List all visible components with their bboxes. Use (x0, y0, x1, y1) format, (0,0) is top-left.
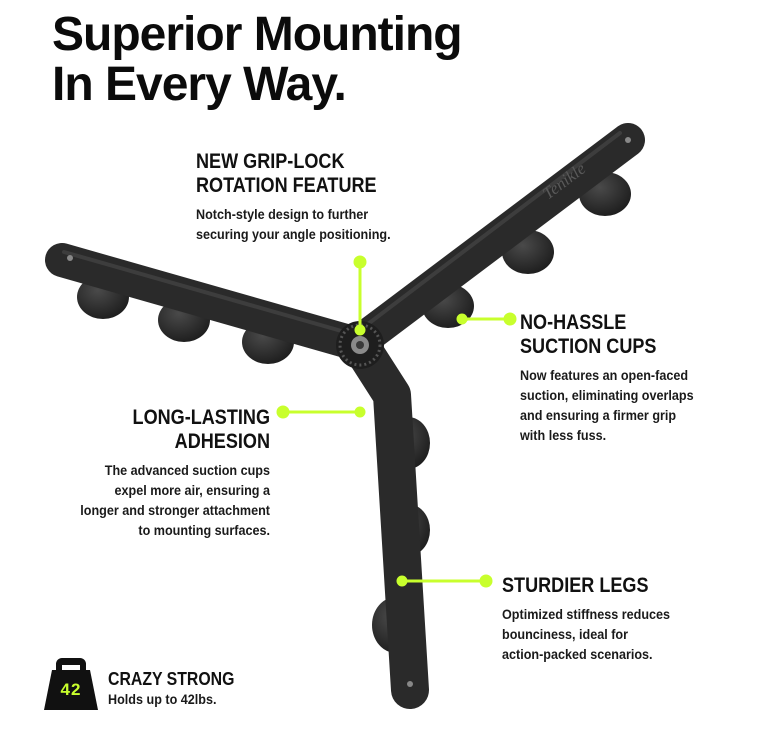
strength-badge: CRAZY STRONG Holds up to 42lbs. (108, 668, 252, 708)
title-line: SUCTION CUPS (520, 335, 657, 358)
arm-highlights (62, 131, 622, 336)
title-line: NO-HASSLE (520, 311, 627, 334)
left-leg (45, 243, 377, 362)
grip-lock-hinge (336, 321, 384, 369)
callout-grip-lock-body: Notch-style design to further securing y… (196, 204, 391, 244)
callout-grip-lock-title: NEW GRIP-LOCK ROTATION FEATURE (196, 150, 382, 198)
badge-subtitle: Holds up to 42lbs. (108, 691, 217, 707)
callout-legs-title: STURDIER LEGS (502, 574, 649, 597)
body-line: longer and stronger attachment (80, 502, 270, 518)
body-line: securing your angle positioning. (196, 226, 391, 242)
callout-suction-cups-body: Now features an open-faced suction, elim… (520, 365, 694, 445)
title-line: NEW GRIP-LOCK (196, 150, 345, 173)
callout-adhesion-title: LONG-LASTING ADHESION (38, 406, 270, 454)
headline: Superior Mounting In Every Way. (52, 8, 463, 111)
callout-legs-body: Optimized stiffness reduces bounciness, … (502, 604, 670, 664)
body-line: suction, eliminating overlaps (520, 387, 694, 403)
title-line: ADHESION (174, 430, 270, 453)
body-line: bounciness, ideal for (502, 626, 629, 642)
body-line: to mounting surfaces. (138, 522, 270, 538)
right-leg (345, 123, 645, 357)
body-line: expel more air, ensuring a (114, 482, 270, 498)
callout-suction-cups: NO-HASSLE SUCTION CUPS Now features an o… (520, 311, 713, 445)
callout-pointers (276, 255, 517, 588)
body-line: Optimized stiffness reduces (502, 606, 671, 622)
weight-number: 42 (60, 680, 82, 699)
body-line: and ensuring a firmer grip (520, 407, 677, 423)
title-line: LONG-LASTING (132, 406, 270, 429)
title-line: ROTATION FEATURE (196, 174, 377, 197)
badge-title: CRAZY STRONG (108, 669, 235, 689)
callout-legs: STURDIER LEGS Optimized stiffness reduce… (502, 574, 689, 664)
body-line: The advanced suction cups (104, 462, 271, 478)
callout-suction-cups-title: NO-HASSLE SUCTION CUPS (520, 311, 686, 359)
headline-line-2: In Every Way. (52, 58, 347, 111)
headline-line-1: Superior Mounting (52, 8, 463, 61)
body-line: with less fuss. (520, 427, 607, 443)
body-line: Now features an open-faced (520, 367, 689, 383)
callout-grip-lock: NEW GRIP-LOCK ROTATION FEATURE Notch-sty… (196, 150, 412, 244)
callout-adhesion: LONG-LASTING ADHESION The advanced sucti… (0, 406, 270, 540)
screw-holes (67, 137, 631, 687)
kettlebell-weight-icon (44, 658, 98, 710)
callout-adhesion-body: The advanced suction cups expel more air… (27, 460, 270, 540)
body-line: Notch-style design to further (196, 206, 369, 222)
body-line: action-packed scenarios. (502, 646, 653, 662)
